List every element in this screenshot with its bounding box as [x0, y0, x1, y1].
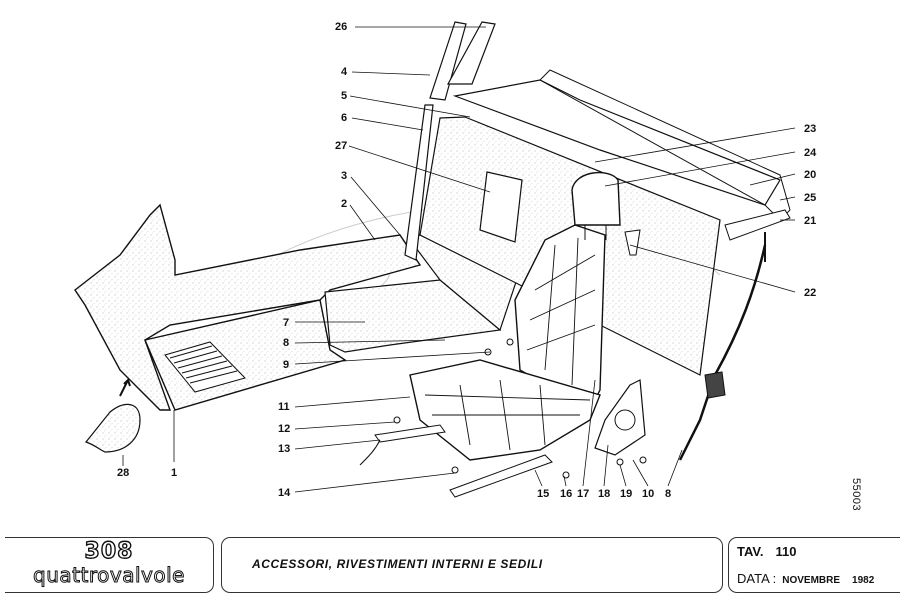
plate-number-line: TAV. 110	[737, 544, 808, 559]
seat-release-cable	[359, 439, 381, 466]
section-title-box: ACCESSORI, RIVESTIMENTI INTERNI E SEDILI	[221, 537, 723, 593]
model-logo: 308	[84, 539, 134, 564]
callout-24: 24	[804, 147, 817, 159]
plate-info-box: TAV. 110 DATA : NOVEMBRE 1982	[728, 537, 900, 593]
callout-1: 1	[171, 467, 178, 479]
callout-2: 2	[341, 198, 348, 210]
belt-buckle	[704, 371, 726, 399]
logo-box: 308 quattrovalvole	[5, 537, 214, 593]
callout-12: 12	[278, 423, 291, 435]
parts-diagram	[74, 21, 796, 498]
bracket-part-21	[724, 209, 791, 241]
callout-11: 11	[278, 401, 290, 413]
callout-28: 28	[117, 467, 130, 479]
seat-back-quilting	[526, 237, 596, 386]
callout-8-belt: 8	[665, 488, 672, 500]
model-sub-logo: quattrovalvole	[33, 563, 185, 587]
seat-cushion-quilting	[424, 379, 591, 451]
callout-17: 17	[577, 488, 590, 500]
callout-25: 25	[804, 192, 817, 204]
tav-label: TAV.	[737, 544, 764, 559]
callout-10: 10	[642, 488, 655, 500]
callout-21: 21	[804, 215, 817, 227]
date-year: 1982	[852, 575, 875, 586]
seat-rail-part-15	[449, 454, 553, 498]
callout-5: 5	[341, 90, 348, 102]
recliner-part-18	[594, 379, 646, 456]
pillar-trim-part-4	[429, 21, 467, 101]
date-line: DATA : NOVEMBRE 1982	[737, 571, 874, 586]
seat-rail-part-13	[374, 424, 446, 443]
callout-14: 14	[278, 487, 291, 499]
catalog-number: 55003	[850, 478, 862, 512]
callout-18: 18	[598, 488, 611, 500]
pillar-trim-part-26	[446, 21, 496, 85]
pocket-part-27	[479, 171, 523, 243]
section-title: ACCESSORI, RIVESTIMENTI INTERNI E SEDILI	[252, 557, 543, 571]
callout-26: 26	[335, 21, 348, 33]
callout-20: 20	[804, 169, 817, 181]
leader-lines	[122, 26, 796, 493]
callout-22: 22	[804, 287, 817, 299]
date-label: DATA :	[737, 571, 777, 586]
callout-13: 13	[278, 443, 291, 455]
callout-9: 9	[283, 359, 290, 371]
callout-27: 27	[335, 140, 348, 152]
date-month: NOVEMBRE	[782, 575, 841, 586]
callout-23: 23	[804, 123, 817, 135]
callout-16: 16	[560, 488, 573, 500]
tav-number: 110	[775, 544, 797, 559]
callout-6: 6	[341, 112, 348, 124]
cover-part-28	[84, 403, 141, 453]
clip-part-22	[624, 229, 641, 256]
parcel-shelf-lip-part-25	[539, 69, 791, 221]
callout-15: 15	[537, 488, 550, 500]
callout-7: 7	[283, 317, 290, 329]
pillar-trim-part-6	[404, 104, 434, 261]
callout-19: 19	[620, 488, 633, 500]
callout-3: 3	[341, 170, 348, 182]
floor-vent-grille	[164, 341, 246, 393]
callout-4: 4	[341, 66, 348, 78]
callout-8: 8	[283, 337, 290, 349]
arrow-icon	[119, 378, 131, 397]
headrest	[571, 171, 621, 226]
